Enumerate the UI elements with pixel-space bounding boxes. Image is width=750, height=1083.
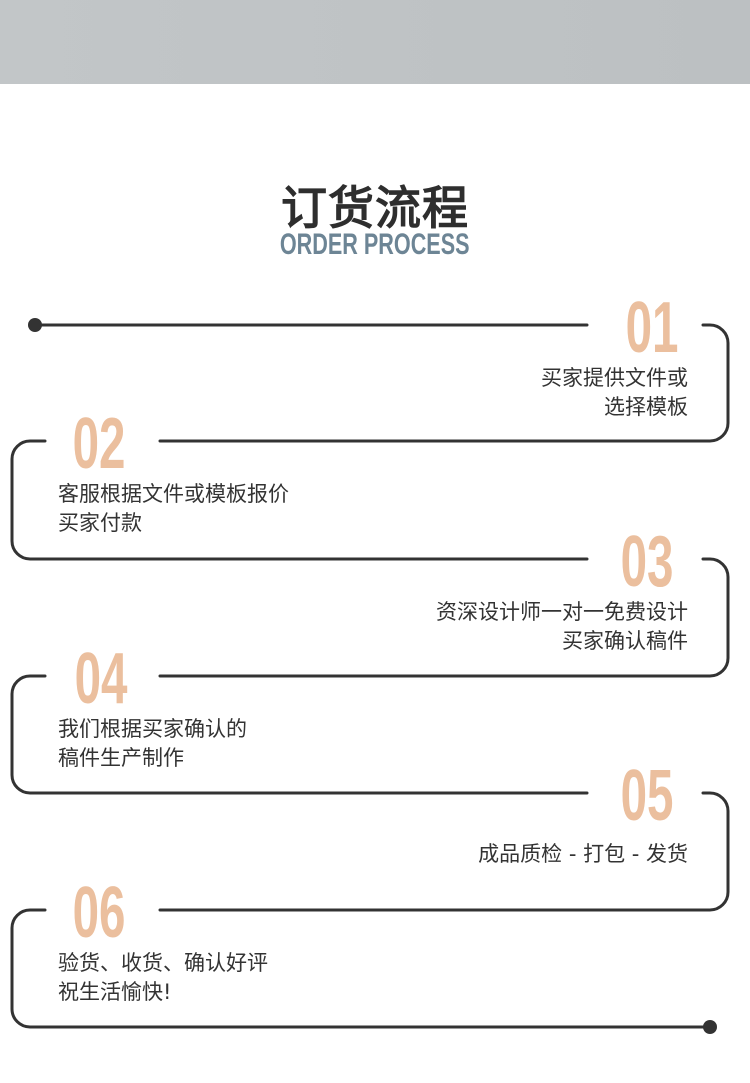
- step-number-01: 01: [625, 288, 679, 368]
- page-subtitle: ORDER PROCESS: [280, 228, 470, 261]
- flow-segment: [158, 323, 730, 443]
- start-dot: [28, 318, 42, 332]
- step-number-06: 06: [72, 873, 126, 953]
- flow-segment: [10, 439, 589, 561]
- end-dot: [703, 1020, 717, 1034]
- step-number-04: 04: [74, 639, 128, 719]
- step-text-01: 买家提供文件或 选择模板: [541, 366, 688, 419]
- flow-segment: [10, 674, 589, 795]
- page-title: 订货流程: [281, 181, 469, 235]
- step-number-02: 02: [72, 404, 126, 484]
- top-banner: [0, 0, 750, 84]
- step-text-04: 我们根据买家确认的 稿件生产制作: [58, 717, 247, 770]
- flow-segment: [10, 908, 710, 1029]
- flow-segment: [158, 557, 730, 678]
- step-text-02: 客服根据文件或模板报价 买家付款: [58, 482, 289, 535]
- step-text-03: 资深设计师一对一免费设计 买家确认稿件: [436, 600, 688, 653]
- step-number-05: 05: [620, 756, 674, 836]
- step-text-06: 验货、收货、确认好评 祝生活愉快!: [58, 951, 268, 1004]
- step-number-03: 03: [620, 522, 674, 602]
- flow-segment: [158, 791, 730, 912]
- step-text-05: 成品质检 - 打包 - 发货: [478, 842, 688, 866]
